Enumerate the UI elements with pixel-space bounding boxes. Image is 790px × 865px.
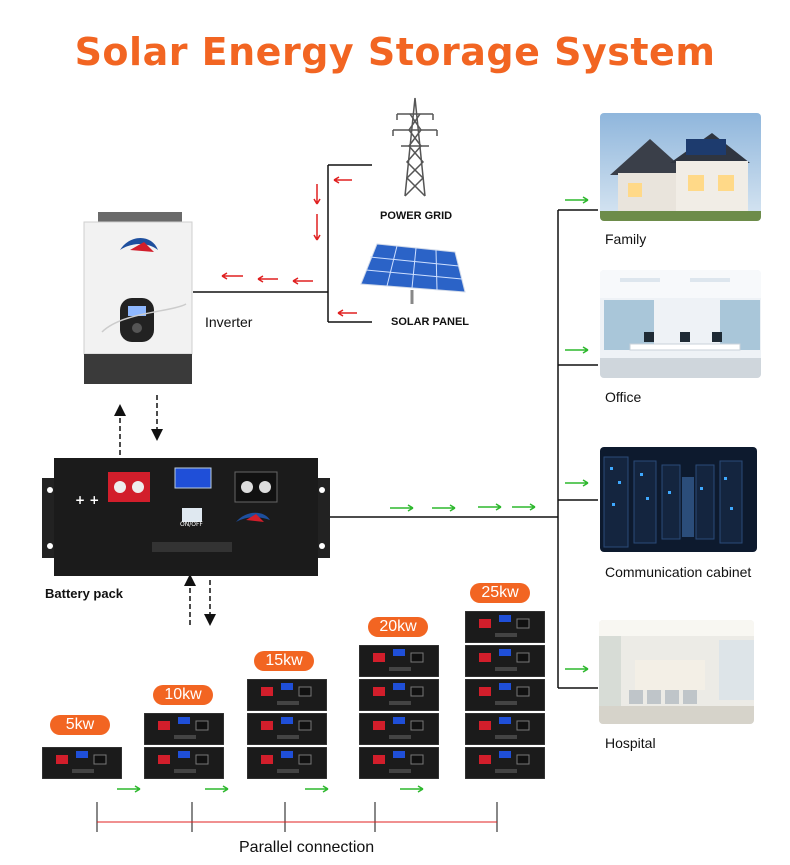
red-flow-arrows <box>221 176 357 317</box>
battery-switch-label: ON/OFF <box>180 521 203 528</box>
destination-family-label: Family <box>605 231 647 247</box>
inverter-label: Inverter <box>205 314 253 330</box>
hospital-image <box>599 620 754 724</box>
family-house-image <box>600 113 761 221</box>
communication-cabinet-image <box>600 447 757 552</box>
capacity-badge-5kw: 5kw <box>50 715 110 735</box>
office-image <box>600 270 761 378</box>
destination-office-label: Office <box>605 389 642 405</box>
capacity-badge-15kw: 15kw <box>254 651 314 671</box>
battery-plus-terminal: + + <box>75 493 100 507</box>
inverter-icon <box>83 212 193 384</box>
battery-pack-label: Battery pack <box>45 586 124 601</box>
power-grid-tower-icon <box>392 97 438 197</box>
capacity-badge-25kw: 25kw <box>470 583 530 603</box>
power-grid-label: POWER GRID <box>380 210 453 222</box>
solar-panel-icon <box>360 243 466 304</box>
destination-hospital-label: Hospital <box>605 735 656 751</box>
battery-pack-icon <box>42 458 330 576</box>
destination-communication-cabinet-label: Communication cabinet <box>605 564 752 580</box>
parallel-connection-label: Parallel connection <box>239 839 375 856</box>
green-flow-arrows <box>117 196 589 793</box>
capacity-badge-20kw: 20kw <box>368 617 428 637</box>
capacity-badge-10kw: 10kw <box>153 685 213 705</box>
solar-panel-label: SOLAR PANEL <box>391 316 470 328</box>
page-title: Solar Energy Storage System <box>74 30 716 74</box>
